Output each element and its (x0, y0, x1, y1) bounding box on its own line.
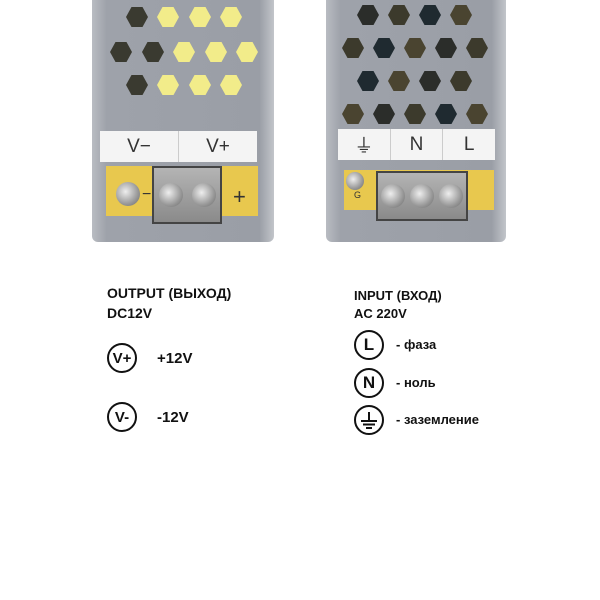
vent-hole (220, 75, 242, 95)
ground-text: - заземление (396, 412, 479, 427)
terminal-screw (380, 184, 405, 208)
vent-hole (373, 104, 395, 124)
vent-hole (388, 71, 410, 91)
vent-hole (450, 71, 472, 91)
pcb-screw (116, 182, 140, 206)
vent-hole (435, 104, 457, 124)
pcb-plus-mark: + (233, 184, 246, 209)
vent-hole (110, 42, 132, 62)
input-subtitle: AC 220V (354, 306, 407, 321)
pcb-g-mark: G (354, 190, 362, 200)
v-minus-symbol: V- (107, 402, 137, 432)
vent-hole (220, 7, 242, 27)
ground-icon (361, 412, 377, 429)
ground-symbol (354, 405, 384, 435)
vent-hole (126, 75, 148, 95)
vent-hole (404, 104, 426, 124)
v-plus-symbol: V+ (107, 343, 137, 373)
terminal-label-v-minus: V− (100, 131, 179, 162)
vent-hole (205, 42, 227, 62)
vent-hole (404, 38, 426, 58)
output-terminal-label-strip: V− V+ (100, 131, 257, 162)
vent-hole (357, 71, 379, 91)
input-terminal-label-strip: ⏚ N L (338, 129, 495, 160)
l-text: - фаза (396, 337, 437, 352)
vent-hole (450, 5, 472, 25)
terminal-label-ground: ⏚ (338, 129, 391, 160)
vent-hole (126, 7, 148, 27)
vent-hole (435, 38, 457, 58)
vent-holes (326, 0, 506, 242)
vent-hole (189, 75, 211, 95)
vent-hole (173, 42, 195, 62)
output-title: OUTPUT (ВЫХОД) (107, 285, 232, 301)
vent-hole (189, 7, 211, 27)
terminal-screw (191, 183, 216, 207)
vent-hole (236, 42, 258, 62)
vent-hole (157, 7, 179, 27)
vent-hole (342, 38, 364, 58)
vent-hole (419, 5, 441, 25)
vent-hole (373, 38, 395, 58)
terminal-label-n: N (391, 129, 444, 160)
vent-holes (92, 0, 274, 242)
terminal-screw (439, 184, 464, 208)
vent-hole (142, 42, 164, 62)
terminal-screw (158, 183, 183, 207)
input-title: INPUT (ВХОД) (354, 288, 442, 303)
vent-hole (388, 5, 410, 25)
n-text: - ноль (396, 375, 436, 390)
input-power-supply-photo: ⏚ N L G (326, 0, 506, 242)
output-terminal-block (152, 166, 222, 224)
vent-hole (342, 104, 364, 124)
input-terminal-block (376, 171, 468, 221)
vent-hole (357, 5, 379, 25)
n-symbol: N (354, 368, 384, 398)
terminal-label-l: L (463, 133, 475, 155)
terminal-screw (409, 184, 434, 208)
pcb-screw (346, 172, 364, 190)
vent-hole (419, 71, 441, 91)
vent-hole (466, 104, 488, 124)
output-subtitle: DC12V (107, 305, 153, 321)
terminal-label-v-plus: V+ (206, 135, 230, 157)
v-minus-text: -12V (157, 409, 189, 426)
v-plus-text: +12V (157, 350, 193, 367)
pcb-minus-mark: − (142, 186, 152, 203)
l-symbol: L (354, 330, 384, 360)
output-power-supply-photo: V− V+ − + (92, 0, 274, 242)
vent-hole (157, 75, 179, 95)
vent-hole (466, 38, 488, 58)
